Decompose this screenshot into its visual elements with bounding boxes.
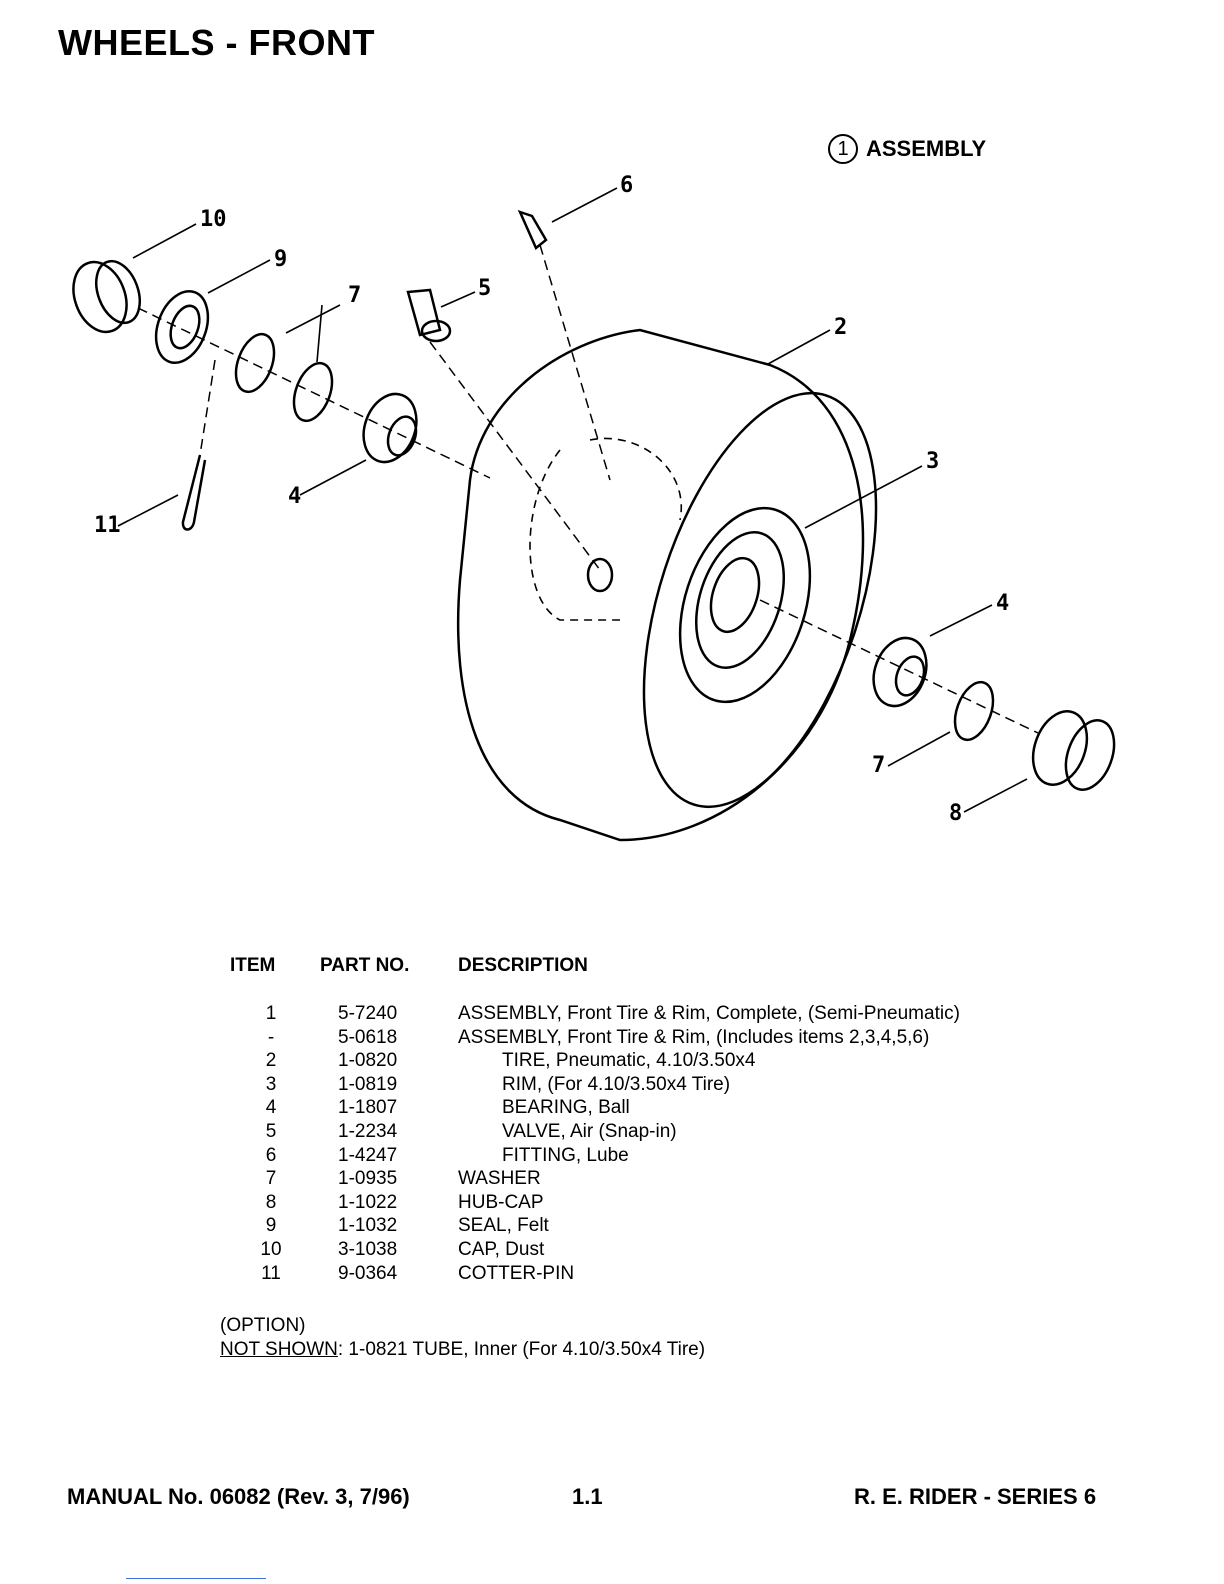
part-number-cell: 1-1032	[338, 1215, 398, 1237]
item-cell: -	[267, 1026, 275, 1048]
item-cell: 3	[265, 1073, 277, 1095]
air-valve-drawing	[406, 288, 452, 343]
description-cell: COTTER-PIN	[458, 1262, 575, 1284]
description-cell: FITTING, Lube	[502, 1144, 629, 1166]
parts-table-header: ITEM PART NO. DESCRIPTION	[222, 955, 960, 1003]
bearing-drawing	[362, 392, 418, 464]
dust-cap-drawing	[72, 259, 141, 334]
page-title: WHEELS - FRONT	[58, 22, 375, 63]
table-row: 10 3-1038 CAP, Dust	[222, 1239, 960, 1263]
item-cell: 6	[265, 1144, 277, 1166]
assembly-label: 1 ASSEMBLY	[828, 134, 986, 164]
part-number-cell: 1-2234	[338, 1120, 398, 1142]
tire-drawing	[456, 328, 878, 842]
assembly-label-text: ASSEMBLY	[866, 136, 987, 161]
callout-4-right: 4	[996, 591, 1009, 616]
not-shown-line: NOT SHOWN: 1-0821 TUBE, Inner (For 4.10/…	[220, 1338, 705, 1362]
table-row: 5 1-2234 VALVE, Air (Snap-in)	[222, 1121, 960, 1145]
callout-7: 7	[348, 283, 361, 308]
part-number-cell: 5-0618	[338, 1026, 398, 1048]
description-cell: HUB-CAP	[458, 1191, 544, 1213]
option-label: (OPTION)	[220, 1315, 306, 1336]
part-number-cell: 9-0364	[338, 1262, 398, 1284]
description-cell: CAP, Dust	[458, 1238, 545, 1260]
table-row: 4 1-1807 BEARING, Ball	[222, 1097, 960, 1121]
table-row: 9 1-1032 SEAL, Felt	[222, 1215, 960, 1239]
table-row: 7 1-0935 WASHER	[222, 1168, 960, 1192]
callout-4-left: 4	[288, 484, 301, 509]
callout-9: 9	[274, 247, 287, 272]
item-cell: 9	[265, 1215, 277, 1237]
callout-3: 3	[926, 449, 939, 474]
cotter-pin-drawing	[181, 454, 207, 531]
hidden-rim-lines	[529, 437, 683, 621]
part-number-cell: 1-0820	[338, 1050, 398, 1072]
part-number-cell: 1-4247	[338, 1144, 398, 1166]
item-cell: 7	[265, 1168, 277, 1190]
not-shown-text: : 1-0821 TUBE, Inner (For 4.10/3.50x4 Ti…	[337, 1339, 706, 1360]
not-shown-label: NOT SHOWN	[220, 1339, 338, 1360]
description-cell: ASSEMBLY, Front Tire & Rim, Complete, (S…	[458, 1003, 960, 1024]
part-number-cell: 1-1022	[338, 1191, 398, 1213]
option-note: (OPTION) NOT SHOWN: 1-0821 TUBE, Inner (…	[220, 1314, 705, 1362]
decorative-line	[126, 1578, 266, 1579]
table-row: 2 1-0820 TIRE, Pneumatic, 4.10/3.50x4	[222, 1050, 960, 1074]
exploded-wheel-diagram: 10 9 7 5 6 2 3 4 11 4 7 8	[72, 173, 1116, 842]
footer-series: R. E. RIDER - SERIES 6	[854, 1484, 1097, 1509]
item-cell: 2	[265, 1050, 277, 1072]
part-number-cell: 5-7240	[338, 1003, 398, 1024]
table-row: 8 1-1022 HUB-CAP	[222, 1192, 960, 1216]
table-row: 6 1-4247 FITTING, Lube	[222, 1145, 960, 1169]
part-number-cell: 1-0935	[338, 1168, 398, 1190]
part-number-cell: 1-1807	[338, 1097, 398, 1119]
callout-5: 5	[478, 276, 491, 301]
part-number-cell: 3-1038	[338, 1238, 398, 1260]
description-cell: RIM, (For 4.10/3.50x4 Tire)	[502, 1073, 731, 1095]
item-cell: 1	[265, 1003, 277, 1024]
item-cell: 8	[265, 1191, 277, 1213]
part-number-cell: 1-0819	[338, 1073, 398, 1095]
washer-drawing	[234, 332, 276, 394]
table-row: 1 5-7240 ASSEMBLY, Front Tire & Rim, Compl…	[222, 1003, 960, 1027]
callout-7-right: 7	[872, 753, 885, 778]
callout-2: 2	[834, 315, 847, 340]
footer-manual-number: MANUAL No. 06082 (Rev. 3, 7/96)	[67, 1484, 410, 1509]
description-cell: VALVE, Air (Snap-in)	[502, 1120, 677, 1142]
header-item: ITEM	[230, 955, 276, 976]
callout-6: 6	[620, 173, 633, 198]
callout-8: 8	[949, 801, 962, 826]
description-cell: SEAL, Felt	[458, 1215, 549, 1237]
callout-11: 11	[94, 513, 121, 538]
header-description: DESCRIPTION	[458, 955, 588, 976]
description-cell: WASHER	[458, 1168, 541, 1190]
table-row: 3 1-0819 RIM, (For 4.10/3.50x4 Tire)	[222, 1074, 960, 1098]
felt-seal-drawing	[154, 290, 210, 364]
lube-fitting-drawing	[517, 209, 548, 250]
callout-10: 10	[200, 207, 227, 232]
description-cell: ASSEMBLY, Front Tire & Rim, (Includes it…	[458, 1026, 930, 1048]
description-cell: BEARING, Ball	[502, 1097, 630, 1119]
description-cell: TIRE, Pneumatic, 4.10/3.50x4	[502, 1050, 756, 1072]
table-row: - 5-0618 ASSEMBLY, Front Tire & Rim, (Incl…	[222, 1027, 960, 1051]
header-part-no: PART NO.	[320, 955, 410, 976]
table-row: 11 9-0364 COTTER-PIN	[222, 1263, 960, 1287]
assembly-number-circle: 1	[828, 134, 858, 164]
item-cell: 4	[265, 1097, 277, 1119]
item-cell: 5	[265, 1120, 277, 1142]
footer-page-number: 1.1	[572, 1484, 603, 1509]
item-cell: 11	[261, 1262, 281, 1284]
item-cell: 10	[260, 1238, 282, 1260]
hub-cap-drawing	[1031, 710, 1116, 791]
